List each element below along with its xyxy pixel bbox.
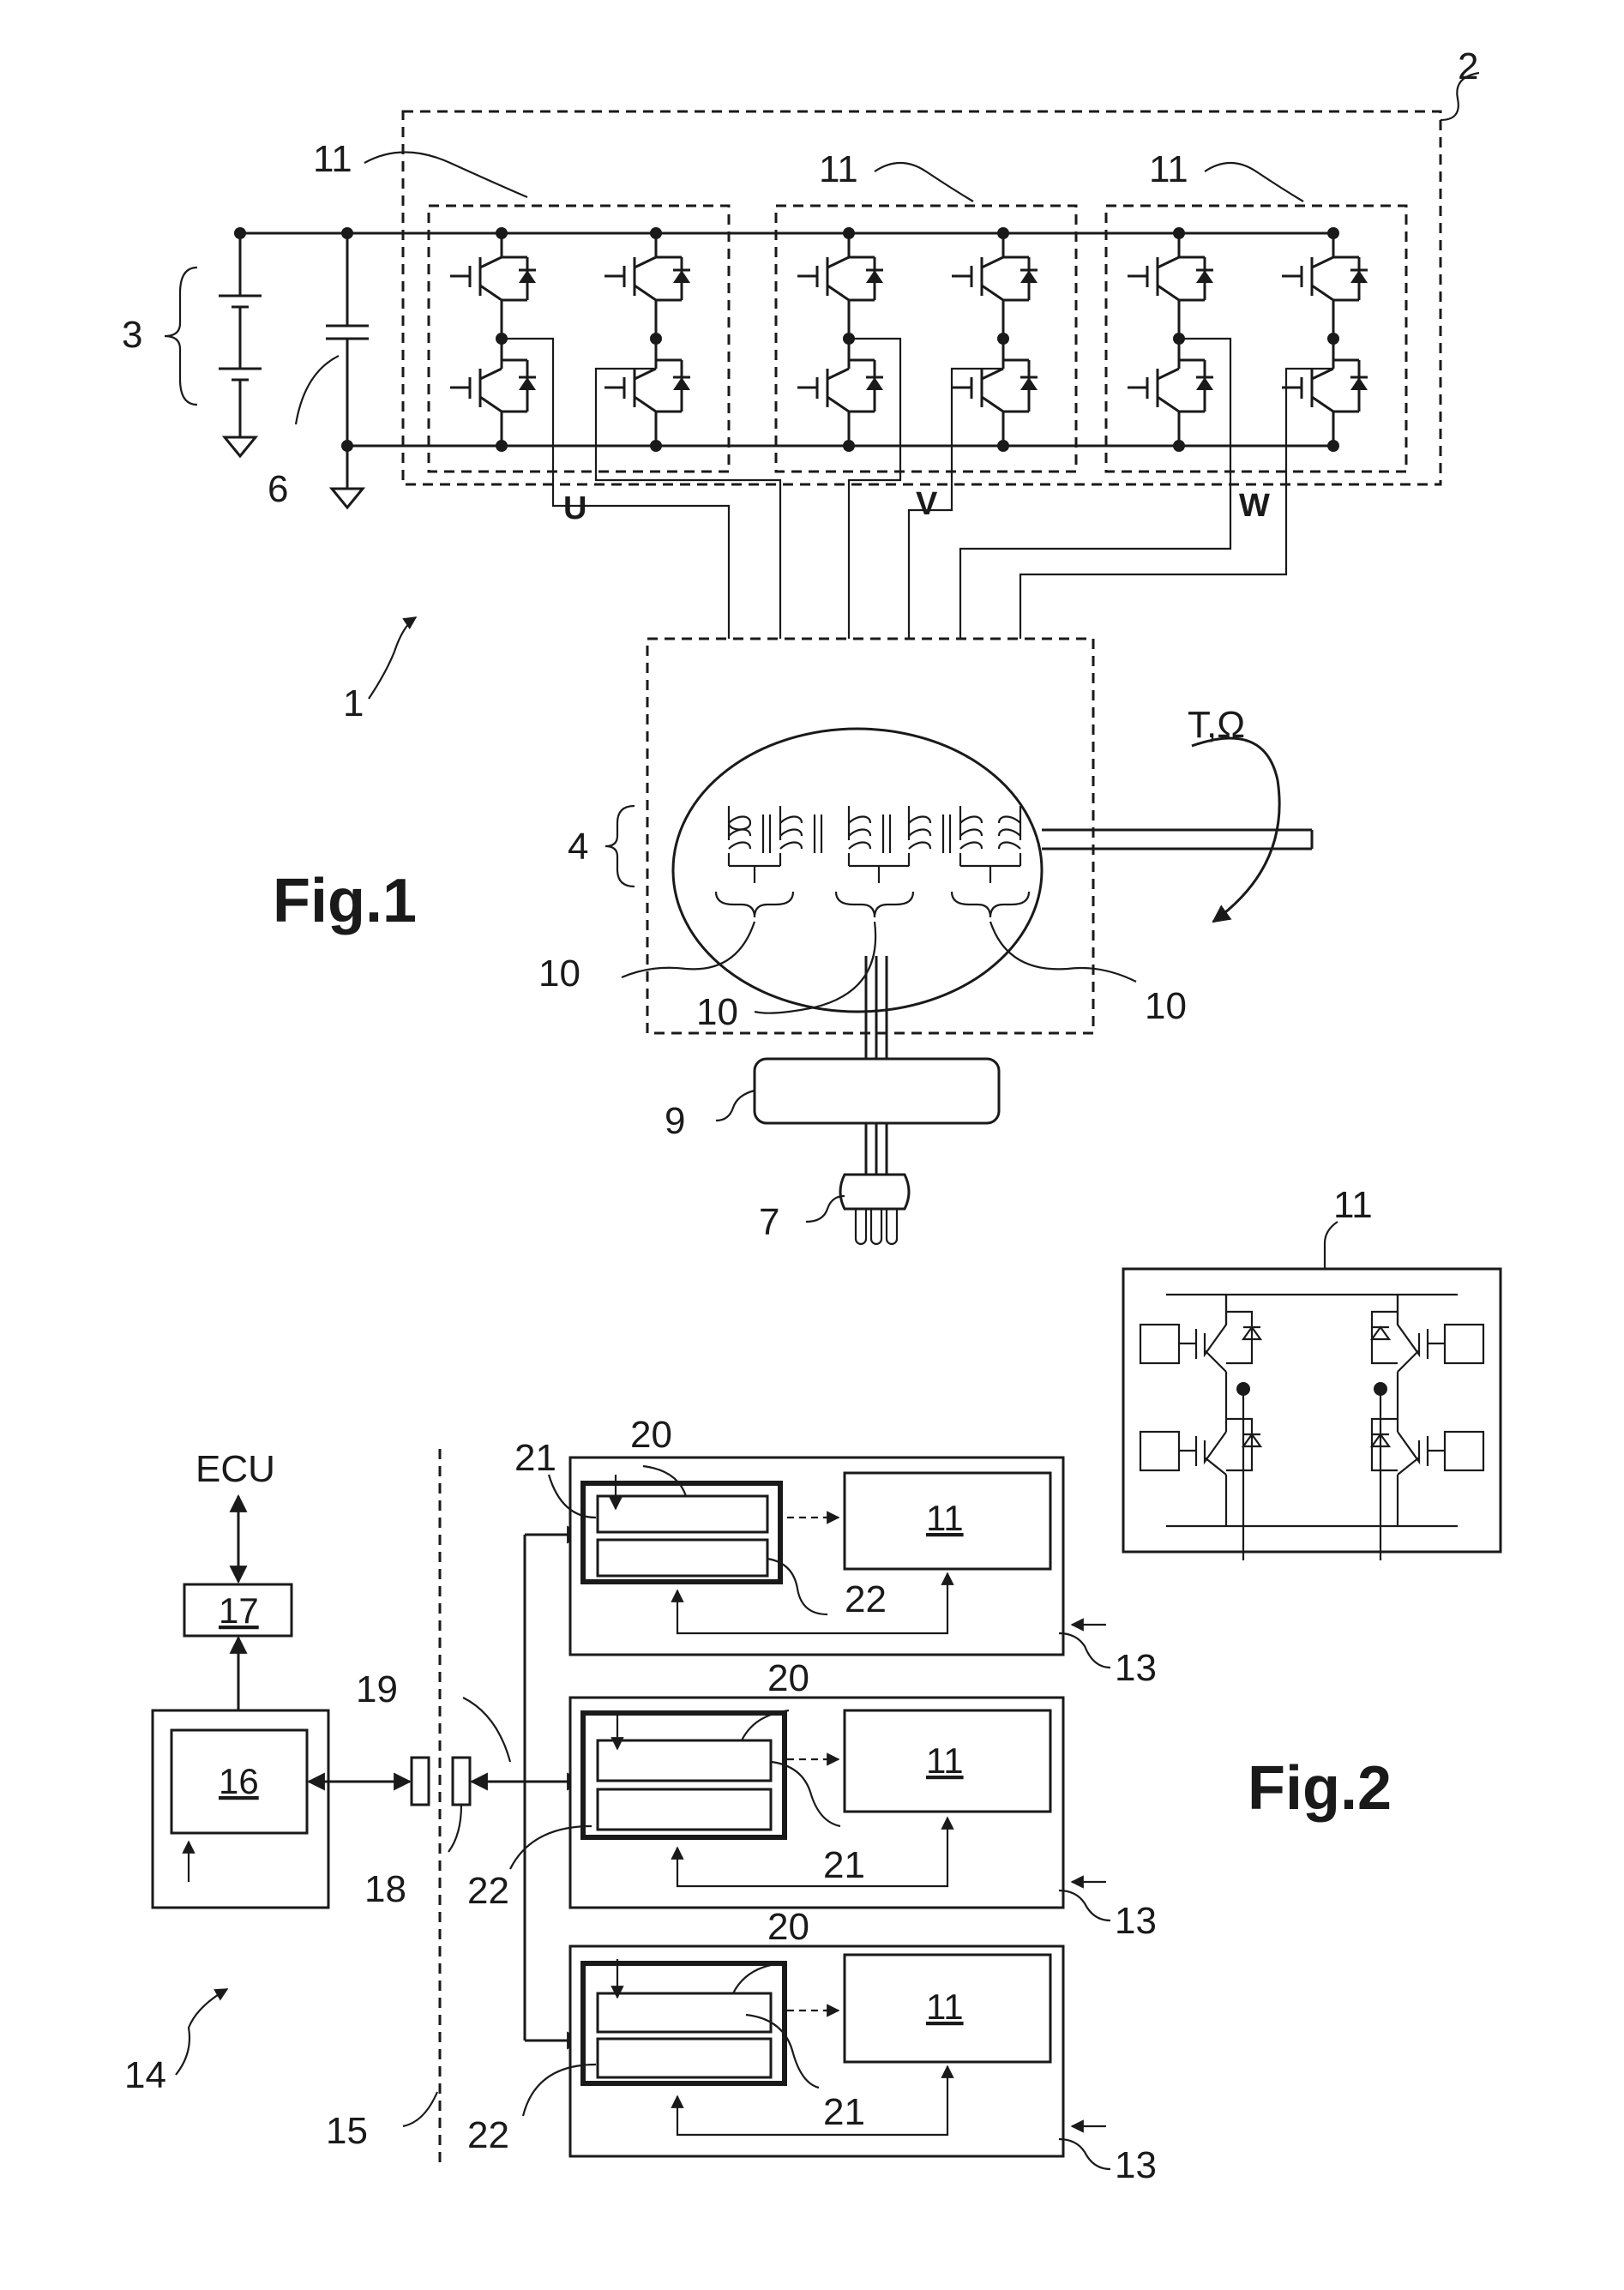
- label-bridge-1: 11: [313, 138, 352, 180]
- label-module3-13: 13: [1115, 2144, 1157, 2186]
- label-module3-21: 21: [823, 2091, 865, 2133]
- label-phase-v: V: [916, 486, 938, 522]
- label-plug: 7: [759, 1201, 779, 1243]
- label-module2-21: 21: [823, 1844, 865, 1886]
- battery-brace: [165, 267, 197, 405]
- label-torque-speed: T,Ω: [1188, 704, 1245, 746]
- module-3: 11 13 20 21 22: [467, 1906, 1157, 2186]
- label-barrier-15: 15: [326, 2110, 368, 2152]
- label-module3-bridge: 11: [926, 1986, 964, 2027]
- label-motor: 4: [568, 826, 588, 868]
- label-module3-22: 22: [467, 2114, 509, 2156]
- fig2: 11 ECU: [124, 1184, 1501, 2186]
- motor-brace: [605, 806, 635, 887]
- bridge-box-1: [429, 206, 729, 472]
- label-bus-19: 19: [356, 1668, 398, 1710]
- label-module2-bridge: 11: [926, 1740, 964, 1781]
- label-module1-13: 13: [1115, 1647, 1157, 1689]
- filter-block: [755, 1059, 999, 1123]
- inverter-enclosure: [403, 111, 1441, 484]
- label-bridge-2: 11: [819, 148, 858, 190]
- isolator-left: [412, 1758, 429, 1805]
- bridge-box-3: [1106, 206, 1406, 472]
- fig1: 2 11 11 11 3 6: [122, 45, 1479, 1244]
- bridge-box-2: [776, 206, 1076, 472]
- label-interface-17: 17: [219, 1590, 259, 1631]
- label-system-14: 14: [124, 2054, 166, 2096]
- plug-body: [840, 1175, 909, 1209]
- label-inverter: 2: [1458, 45, 1478, 87]
- motor-windings: [729, 806, 1020, 883]
- module-2: 11 13 20 21 22: [467, 1657, 1157, 1942]
- label-module1-bridge: 11: [926, 1498, 964, 1538]
- label-bridge-detail: 11: [1333, 1184, 1373, 1226]
- label-controller-16: 16: [219, 1761, 259, 1801]
- fig1-caption: Fig.1: [273, 867, 417, 935]
- label-phase-u: U: [563, 490, 586, 526]
- label-filter: 9: [665, 1100, 685, 1142]
- label-module1-21: 21: [514, 1437, 556, 1479]
- fig2-caption: Fig.2: [1248, 1754, 1392, 1823]
- isolator-right: [453, 1758, 470, 1805]
- bridge-detail-box: [1123, 1269, 1501, 1552]
- label-module2-22: 22: [467, 1870, 509, 1912]
- motor-stator: [673, 729, 1042, 1012]
- label-winding-1: 10: [538, 953, 580, 995]
- label-system: 1: [343, 682, 364, 724]
- label-module2-20: 20: [767, 1657, 809, 1699]
- label-isolator-18: 18: [364, 1868, 406, 1910]
- module-1: 11 13 20 21 22: [514, 1414, 1157, 1689]
- label-winding-3: 10: [1145, 985, 1187, 1027]
- label-bridge-3: 11: [1149, 148, 1188, 190]
- label-module2-13: 13: [1115, 1900, 1157, 1942]
- label-winding-2: 10: [696, 991, 738, 1033]
- label-ecu: ECU: [195, 1448, 275, 1490]
- label-battery: 3: [122, 314, 142, 356]
- label-module1-22: 22: [845, 1578, 887, 1620]
- label-capacitor: 6: [268, 468, 288, 510]
- label-phase-w: W: [1239, 488, 1270, 524]
- label-module3-20: 20: [767, 1906, 809, 1948]
- label-module1-20: 20: [630, 1414, 672, 1456]
